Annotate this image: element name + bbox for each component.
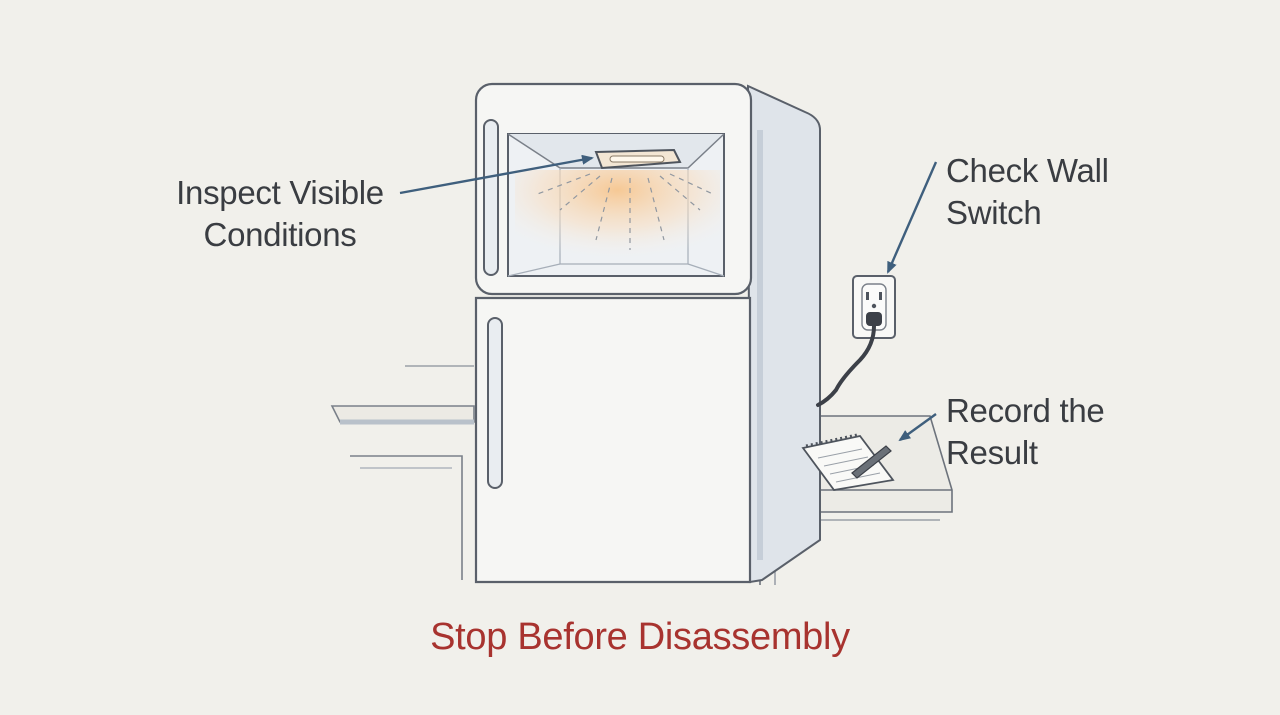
label-line: Conditions xyxy=(203,216,357,253)
label-line: Result xyxy=(946,434,1038,471)
label-check-wall-switch: Check Wall Switch xyxy=(946,150,1109,234)
refrigerator-side xyxy=(746,84,821,584)
refrigerator-icon xyxy=(474,296,752,584)
arrow-icon xyxy=(898,413,937,442)
pen-icon xyxy=(851,445,892,479)
label-line: Inspect Visible xyxy=(176,174,384,211)
refrigerator-icon xyxy=(474,82,753,296)
label-record-the-result: Record the Result xyxy=(946,390,1105,474)
warning-caption: Stop Before Disassembly xyxy=(430,616,850,658)
label-line: Record the xyxy=(946,392,1105,429)
label-inspect-visible-conditions: Inspect Visible Conditions xyxy=(170,172,390,256)
label-line: Check Wall xyxy=(946,152,1109,189)
label-line: Switch xyxy=(946,194,1042,231)
arrow-icon xyxy=(399,154,594,195)
arrow-icon xyxy=(886,161,938,274)
counter-icon xyxy=(330,365,475,580)
notepad-icon xyxy=(801,433,895,491)
ceiling-light-icon xyxy=(594,148,682,170)
power-cord-icon xyxy=(816,324,876,407)
